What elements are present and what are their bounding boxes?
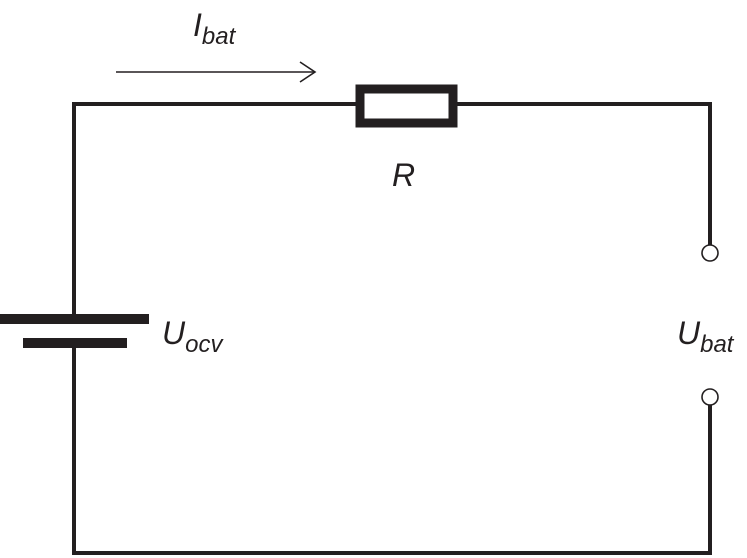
resistor-label: R [392,157,415,193]
current-label: Ibat [193,7,237,50]
battery [0,314,149,348]
wire-top-left [72,102,357,324]
wire-top-right [456,102,712,245]
resistor [355,84,458,128]
upper-terminal [701,244,719,262]
resistor-body [355,84,458,128]
terminal-label-sub: bat [700,331,735,358]
current-arrow [116,61,317,83]
terminal-label-main: U [677,315,701,351]
terminal-label: Ubat [677,315,735,358]
battery-label-main: U [162,315,186,351]
battery-long-plate [0,314,149,324]
battery-label-sub: ocv [185,331,224,358]
wire-bottom [72,348,712,555]
battery-label: Uocv [162,315,224,358]
current-label-sub: bat [202,23,237,50]
current-label-main: I [193,7,202,43]
battery-short-plate [23,338,127,348]
lower-terminal [701,388,719,406]
